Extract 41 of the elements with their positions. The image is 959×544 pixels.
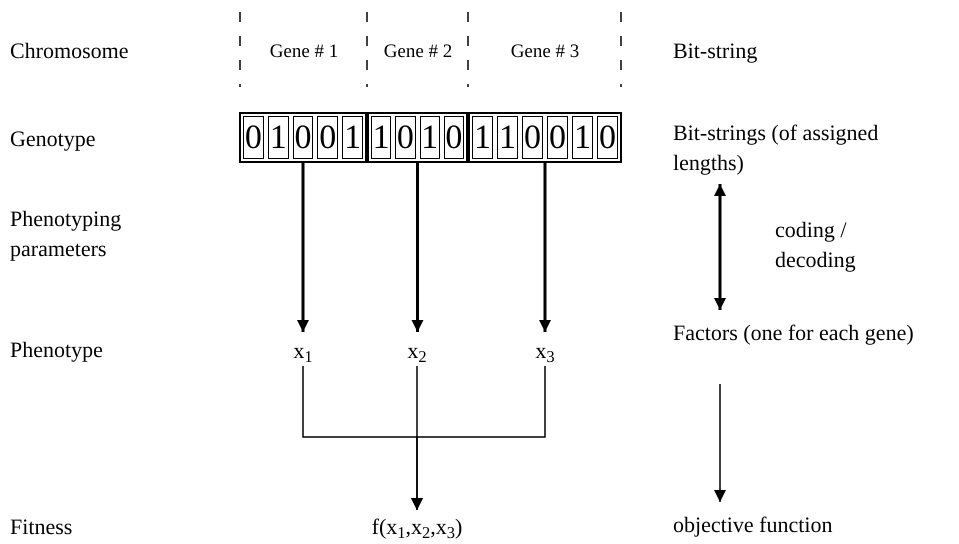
row-label: Gene # 3	[510, 40, 580, 64]
row-label: Gene # 2	[382, 40, 454, 64]
row-label: Gene # 1	[268, 40, 340, 64]
variable-text: x$_{2}$	[407, 336, 427, 366]
bit-cell: 0	[395, 116, 416, 159]
bit-cell: 0	[292, 116, 314, 159]
bit-cell: 0	[317, 116, 338, 159]
bit-cell: 1	[371, 116, 392, 159]
variable-text: x$_{1}$	[293, 336, 313, 366]
gene-segment-box	[367, 112, 468, 163]
bit-cell: 1	[268, 116, 289, 159]
arrow	[714, 184, 726, 310]
bit-cell: 0	[243, 116, 264, 159]
gene-segment-box	[239, 112, 367, 163]
bit-cell: 1	[572, 116, 593, 159]
bit-cell: 0	[522, 116, 543, 159]
bit-cell: 1	[342, 116, 363, 159]
edge-label: coding / decoding	[775, 216, 857, 274]
description-text: Bit-strings (of assigned lengths)	[673, 119, 880, 177]
arrow	[411, 366, 546, 510]
arrow	[539, 163, 551, 332]
arrow	[412, 163, 424, 332]
bit-cell: 0	[444, 116, 464, 159]
row-label: Phenotyping parameters	[10, 205, 122, 263]
variable-text: x$_{3}$	[535, 336, 555, 366]
row-label: Phenotype	[10, 336, 104, 364]
row-label: Chromosome	[10, 37, 130, 65]
bit-cell: 1	[497, 116, 518, 159]
arrow	[714, 384, 726, 502]
row-label: Genotype	[10, 125, 97, 153]
gene-segment-box	[468, 112, 622, 163]
description-text: Factors (one for each gene)	[673, 319, 915, 347]
bit-cell: 1	[420, 116, 440, 159]
bit-cell: 1	[472, 116, 493, 159]
bit-cell: 0	[597, 116, 618, 159]
row-label: Fitness	[10, 513, 74, 541]
variable-text: f(x$_{1}$,x$_{2}$,x$_{3}$)	[372, 512, 462, 542]
arrow	[297, 163, 309, 332]
row-label: Bit-string	[673, 37, 758, 65]
bit-cell: 0	[547, 116, 568, 159]
description-text: objective function	[673, 511, 834, 539]
